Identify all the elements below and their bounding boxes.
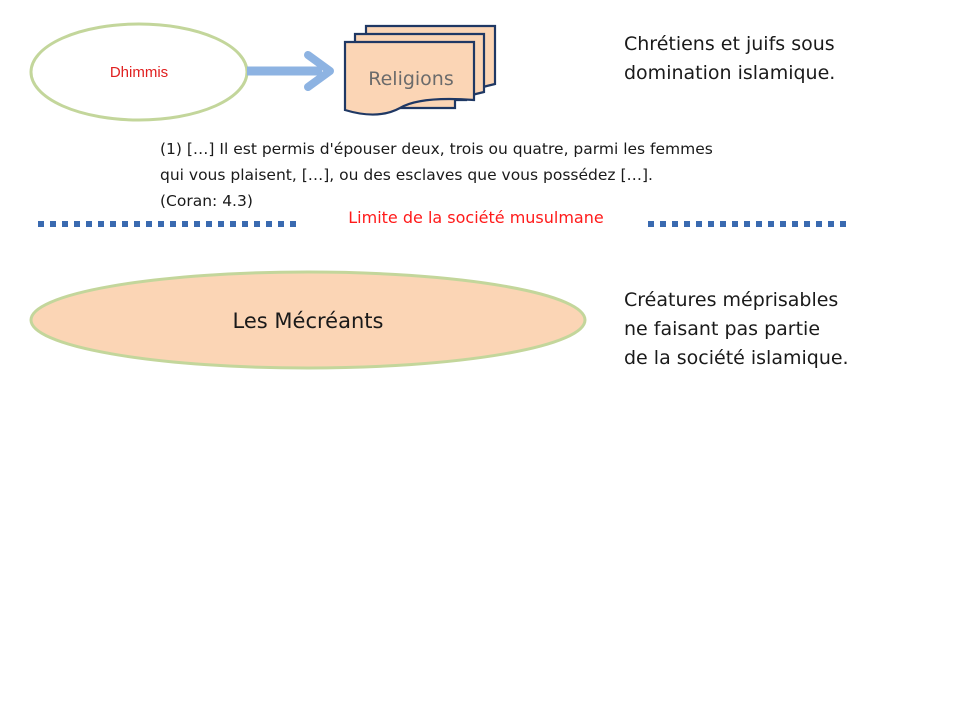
boundary-label: Limite de la société musulmane: [318, 210, 634, 236]
arrow-head: [304, 51, 334, 91]
caption-line: Créatures méprisables: [624, 289, 839, 311]
boundary-label-text: Limite de la société musulmane: [348, 210, 604, 227]
quote-line: qui vous plaisent, […], ou des esclaves …: [160, 166, 653, 184]
quote-line: (1) […] Il est permis d'épouser deux, tr…: [160, 140, 713, 158]
caption-mecreants: Créatures méprisables ne faisant pas par…: [624, 286, 849, 373]
caption-line: Chrétiens et juifs sous: [624, 33, 835, 55]
mecreants-ellipse: [29, 270, 587, 370]
caption-line: de la société islamique.: [624, 347, 849, 369]
document-front: [343, 40, 476, 116]
quote-block: (1) […] Il est permis d'épouser deux, tr…: [160, 136, 713, 214]
caption-line: ne faisant pas partie: [624, 318, 821, 340]
caption-line: domination islamique.: [624, 62, 836, 84]
dhimmis-label: Dhimmis: [110, 64, 168, 81]
mecreants-node: Les Mécréants: [29, 270, 587, 370]
arrow-dhimmis-to-religions: [247, 51, 334, 91]
religions-label: Religions: [368, 68, 454, 90]
quote-line: (Coran: 4.3): [160, 192, 253, 210]
religions-node: Religions: [343, 24, 497, 116]
caption-dhimmis: Chrétiens et juifs sous domination islam…: [624, 30, 835, 88]
dhimmis-node: Dhimmis: [29, 22, 249, 122]
mecreants-label: Les Mécréants: [233, 309, 384, 333]
